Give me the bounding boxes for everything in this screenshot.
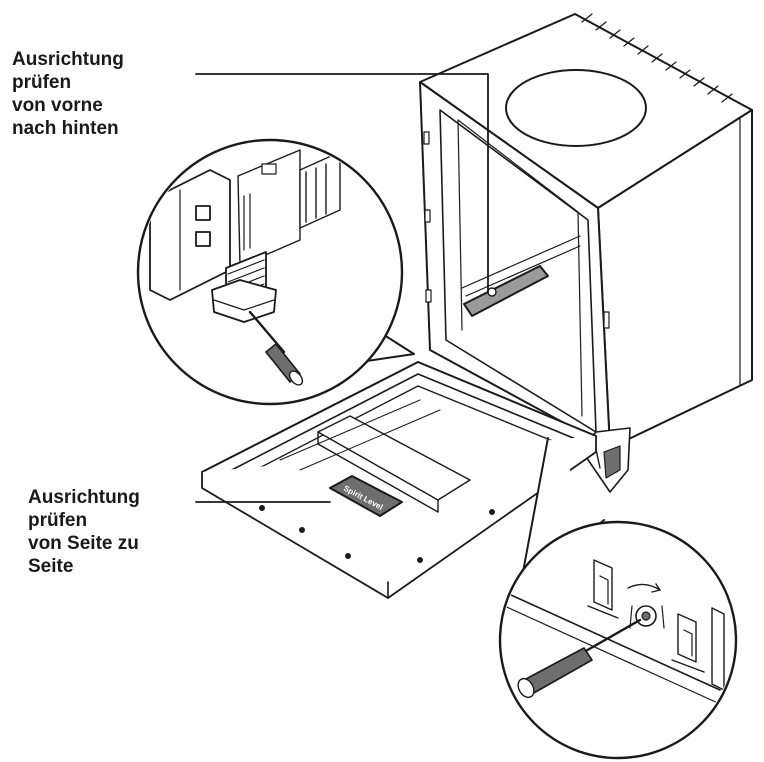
callout-side-to-side-line-4: Seite [28,556,74,577]
foot-detail-circle [136,138,415,406]
hinge-detail-circle [498,437,738,760]
callout-front-to-back-line-4: nach hinten [12,118,119,139]
callout-side-to-side-line-2: prüfen [28,510,88,531]
leader-lines [195,73,489,503]
spirit-level-icon [463,265,549,317]
spirit-level-icon [329,475,403,517]
callout-front-to-back-line-1: Ausrichtung [12,49,124,70]
callout-side-to-side-line-1: Ausrichtung [28,487,140,508]
callout-front-to-back-line-3: von vorne [12,95,103,116]
screwdriver-icon [248,310,304,386]
screwdriver-icon [517,618,642,699]
open-door: Spirit Level [201,361,597,599]
callout-side-to-side-line-3: von Seite zu [28,533,139,554]
callout-side-to-side: Ausrichtung prüfen von Seite zu Seite [28,486,140,578]
callout-front-to-back: Ausrichtung prüfen von vorne nach hinten [12,48,124,140]
callout-front-to-back-line-2: prüfen [12,72,72,93]
spray-opening [505,69,647,147]
dishwasher-icon [419,13,753,493]
